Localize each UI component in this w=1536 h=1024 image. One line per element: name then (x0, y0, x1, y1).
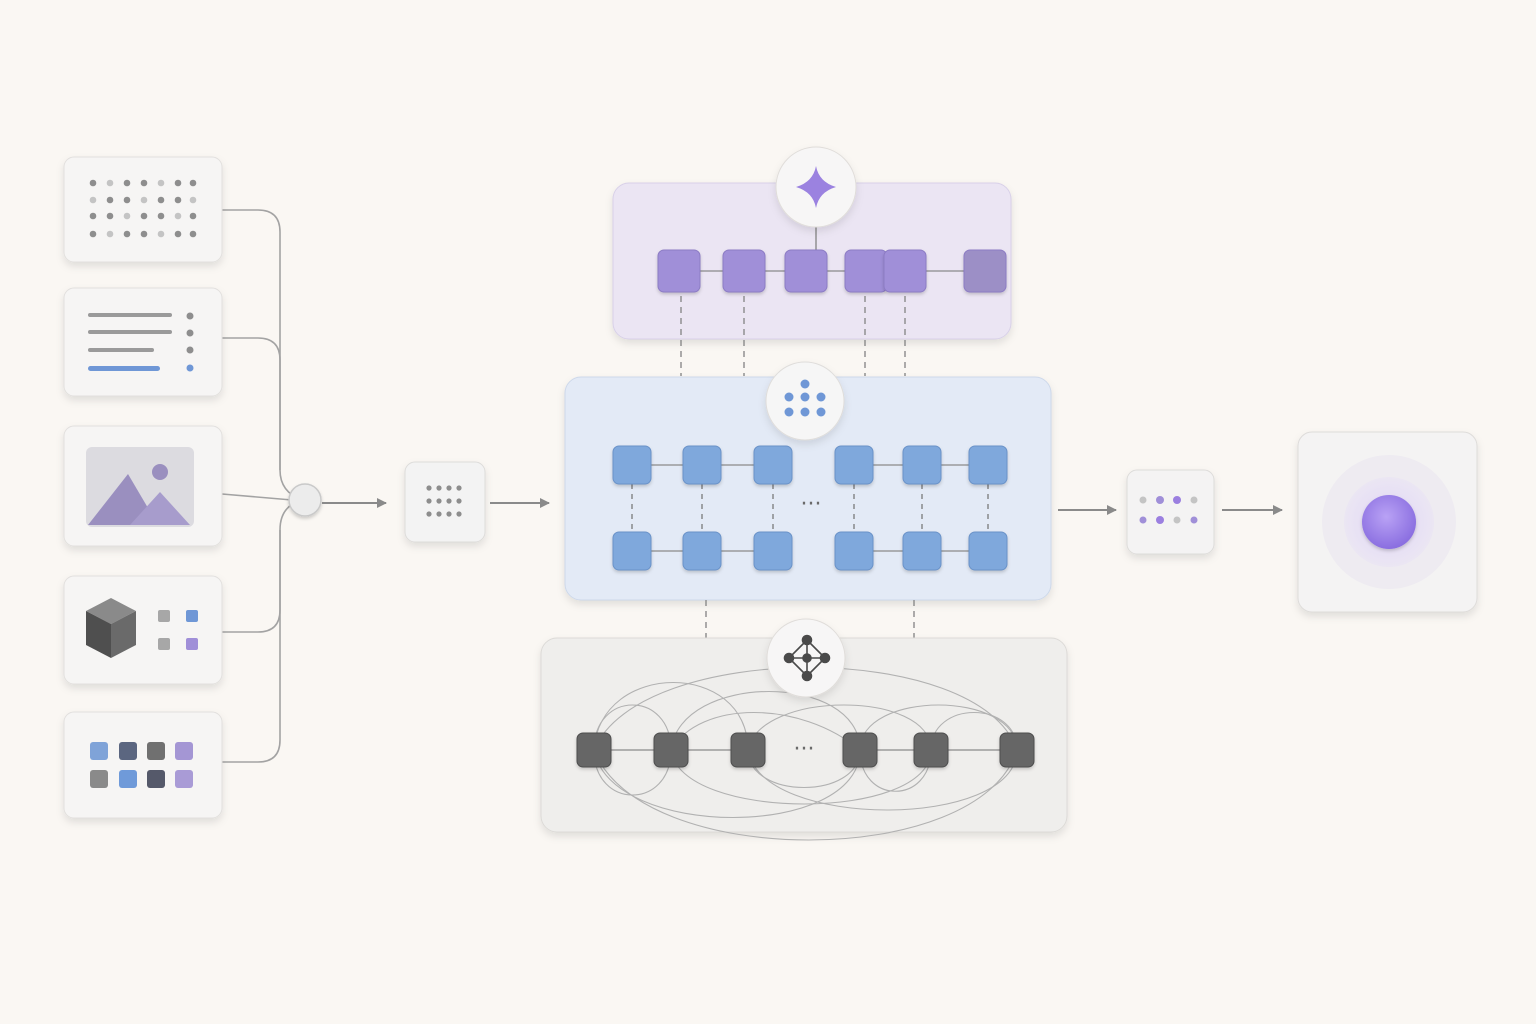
grid-dot (89, 179, 97, 187)
grid-dot (157, 230, 165, 238)
top-node (657, 249, 701, 293)
middle-node (612, 445, 652, 485)
matrix-dot (446, 485, 452, 491)
image-landscape-icon (86, 447, 194, 527)
middle-node (902, 531, 942, 571)
dot-cluster-badge (765, 361, 845, 441)
bottom-node (653, 732, 689, 768)
middle-node (968, 531, 1008, 571)
matrix-dot (426, 485, 432, 491)
stage-bottom-panel: ··· (540, 618, 1068, 841)
bottom-node (913, 732, 949, 768)
matrix-dot (426, 511, 432, 517)
top-node (844, 249, 888, 293)
dot-cluster-icon (784, 379, 826, 417)
stage-middle-panel: ··· (564, 361, 1052, 601)
decoder-block (1126, 469, 1215, 555)
grid-dot (140, 230, 148, 238)
grid-dot (106, 179, 114, 187)
input-card-cube (63, 575, 223, 685)
top-node (722, 249, 766, 293)
matrix-dot (436, 485, 442, 491)
grid-dot (174, 179, 182, 187)
stage-top-panel (612, 146, 1012, 340)
bottom-node-chain (576, 732, 1035, 768)
matrix-dot (456, 485, 462, 491)
bottom-ellipsis: ··· (794, 737, 815, 762)
grid-dot (123, 179, 131, 187)
top-node (963, 249, 1007, 293)
grid-dot (140, 196, 148, 204)
tile-grid-icon (90, 742, 193, 788)
grid-dot (174, 196, 182, 204)
grid-dot (89, 230, 97, 238)
bottom-node (999, 732, 1035, 768)
grid-dot (89, 212, 97, 220)
matrix-dot (426, 498, 432, 504)
sparkle-icon (796, 166, 836, 208)
network-graph-icon (783, 634, 831, 682)
grid-dot (123, 230, 131, 238)
grid-dot (157, 212, 165, 220)
matrix-dot (446, 498, 452, 504)
middle-node (834, 531, 874, 571)
middle-node (682, 445, 722, 485)
top-node (784, 249, 828, 293)
grid-dot (140, 212, 148, 220)
middle-ellipsis: ··· (801, 492, 822, 517)
matrix-dot (446, 511, 452, 517)
top-to-middle-links (680, 296, 906, 376)
grid-dot (157, 179, 165, 187)
grid-dot (106, 196, 114, 204)
grid-dot (123, 212, 131, 220)
grid-dot (89, 196, 97, 204)
input-connectors (221, 209, 303, 763)
grid-dot (189, 196, 197, 204)
token-dots-icon (1139, 496, 1198, 524)
input-card-text-lines (63, 287, 223, 397)
bottom-node (576, 732, 612, 768)
bottom-node (842, 732, 878, 768)
grid-dot (174, 212, 182, 220)
input-card-image (63, 425, 223, 547)
bottom-node (730, 732, 766, 768)
matrix-dot (436, 511, 442, 517)
grid-dot (106, 230, 114, 238)
network-badge (766, 618, 846, 698)
grid-dot (174, 230, 182, 238)
small-squares-icon (158, 610, 198, 650)
dot-grid-icon (89, 179, 197, 238)
cube-icon (86, 598, 136, 658)
matrix-dot (436, 498, 442, 504)
grid-dot (106, 212, 114, 220)
grid-dot (157, 196, 165, 204)
encoder-block (404, 461, 486, 543)
dot-matrix-icon (426, 485, 462, 517)
middle-node (612, 531, 652, 571)
matrix-dot (456, 511, 462, 517)
grid-dot (140, 179, 148, 187)
grid-dot (189, 212, 197, 220)
grid-dot (123, 196, 131, 204)
grid-dot (189, 179, 197, 187)
target-orb-icon (1322, 455, 1456, 589)
input-card-tile-grid (63, 711, 223, 819)
sparkle-badge (775, 146, 857, 228)
middle-node (968, 445, 1008, 485)
middle-node (753, 445, 793, 485)
top-node (883, 249, 927, 293)
middle-node (834, 445, 874, 485)
input-card-dot-grid (63, 156, 223, 263)
output-card (1297, 431, 1478, 613)
middle-node (902, 445, 942, 485)
middle-node-grid (612, 445, 1008, 571)
middle-node (753, 531, 793, 571)
merge-node (288, 483, 322, 517)
text-lines-icon (88, 312, 194, 372)
middle-node (682, 531, 722, 571)
matrix-dot (456, 498, 462, 504)
grid-dot (189, 230, 197, 238)
top-node-chain (657, 249, 1007, 293)
